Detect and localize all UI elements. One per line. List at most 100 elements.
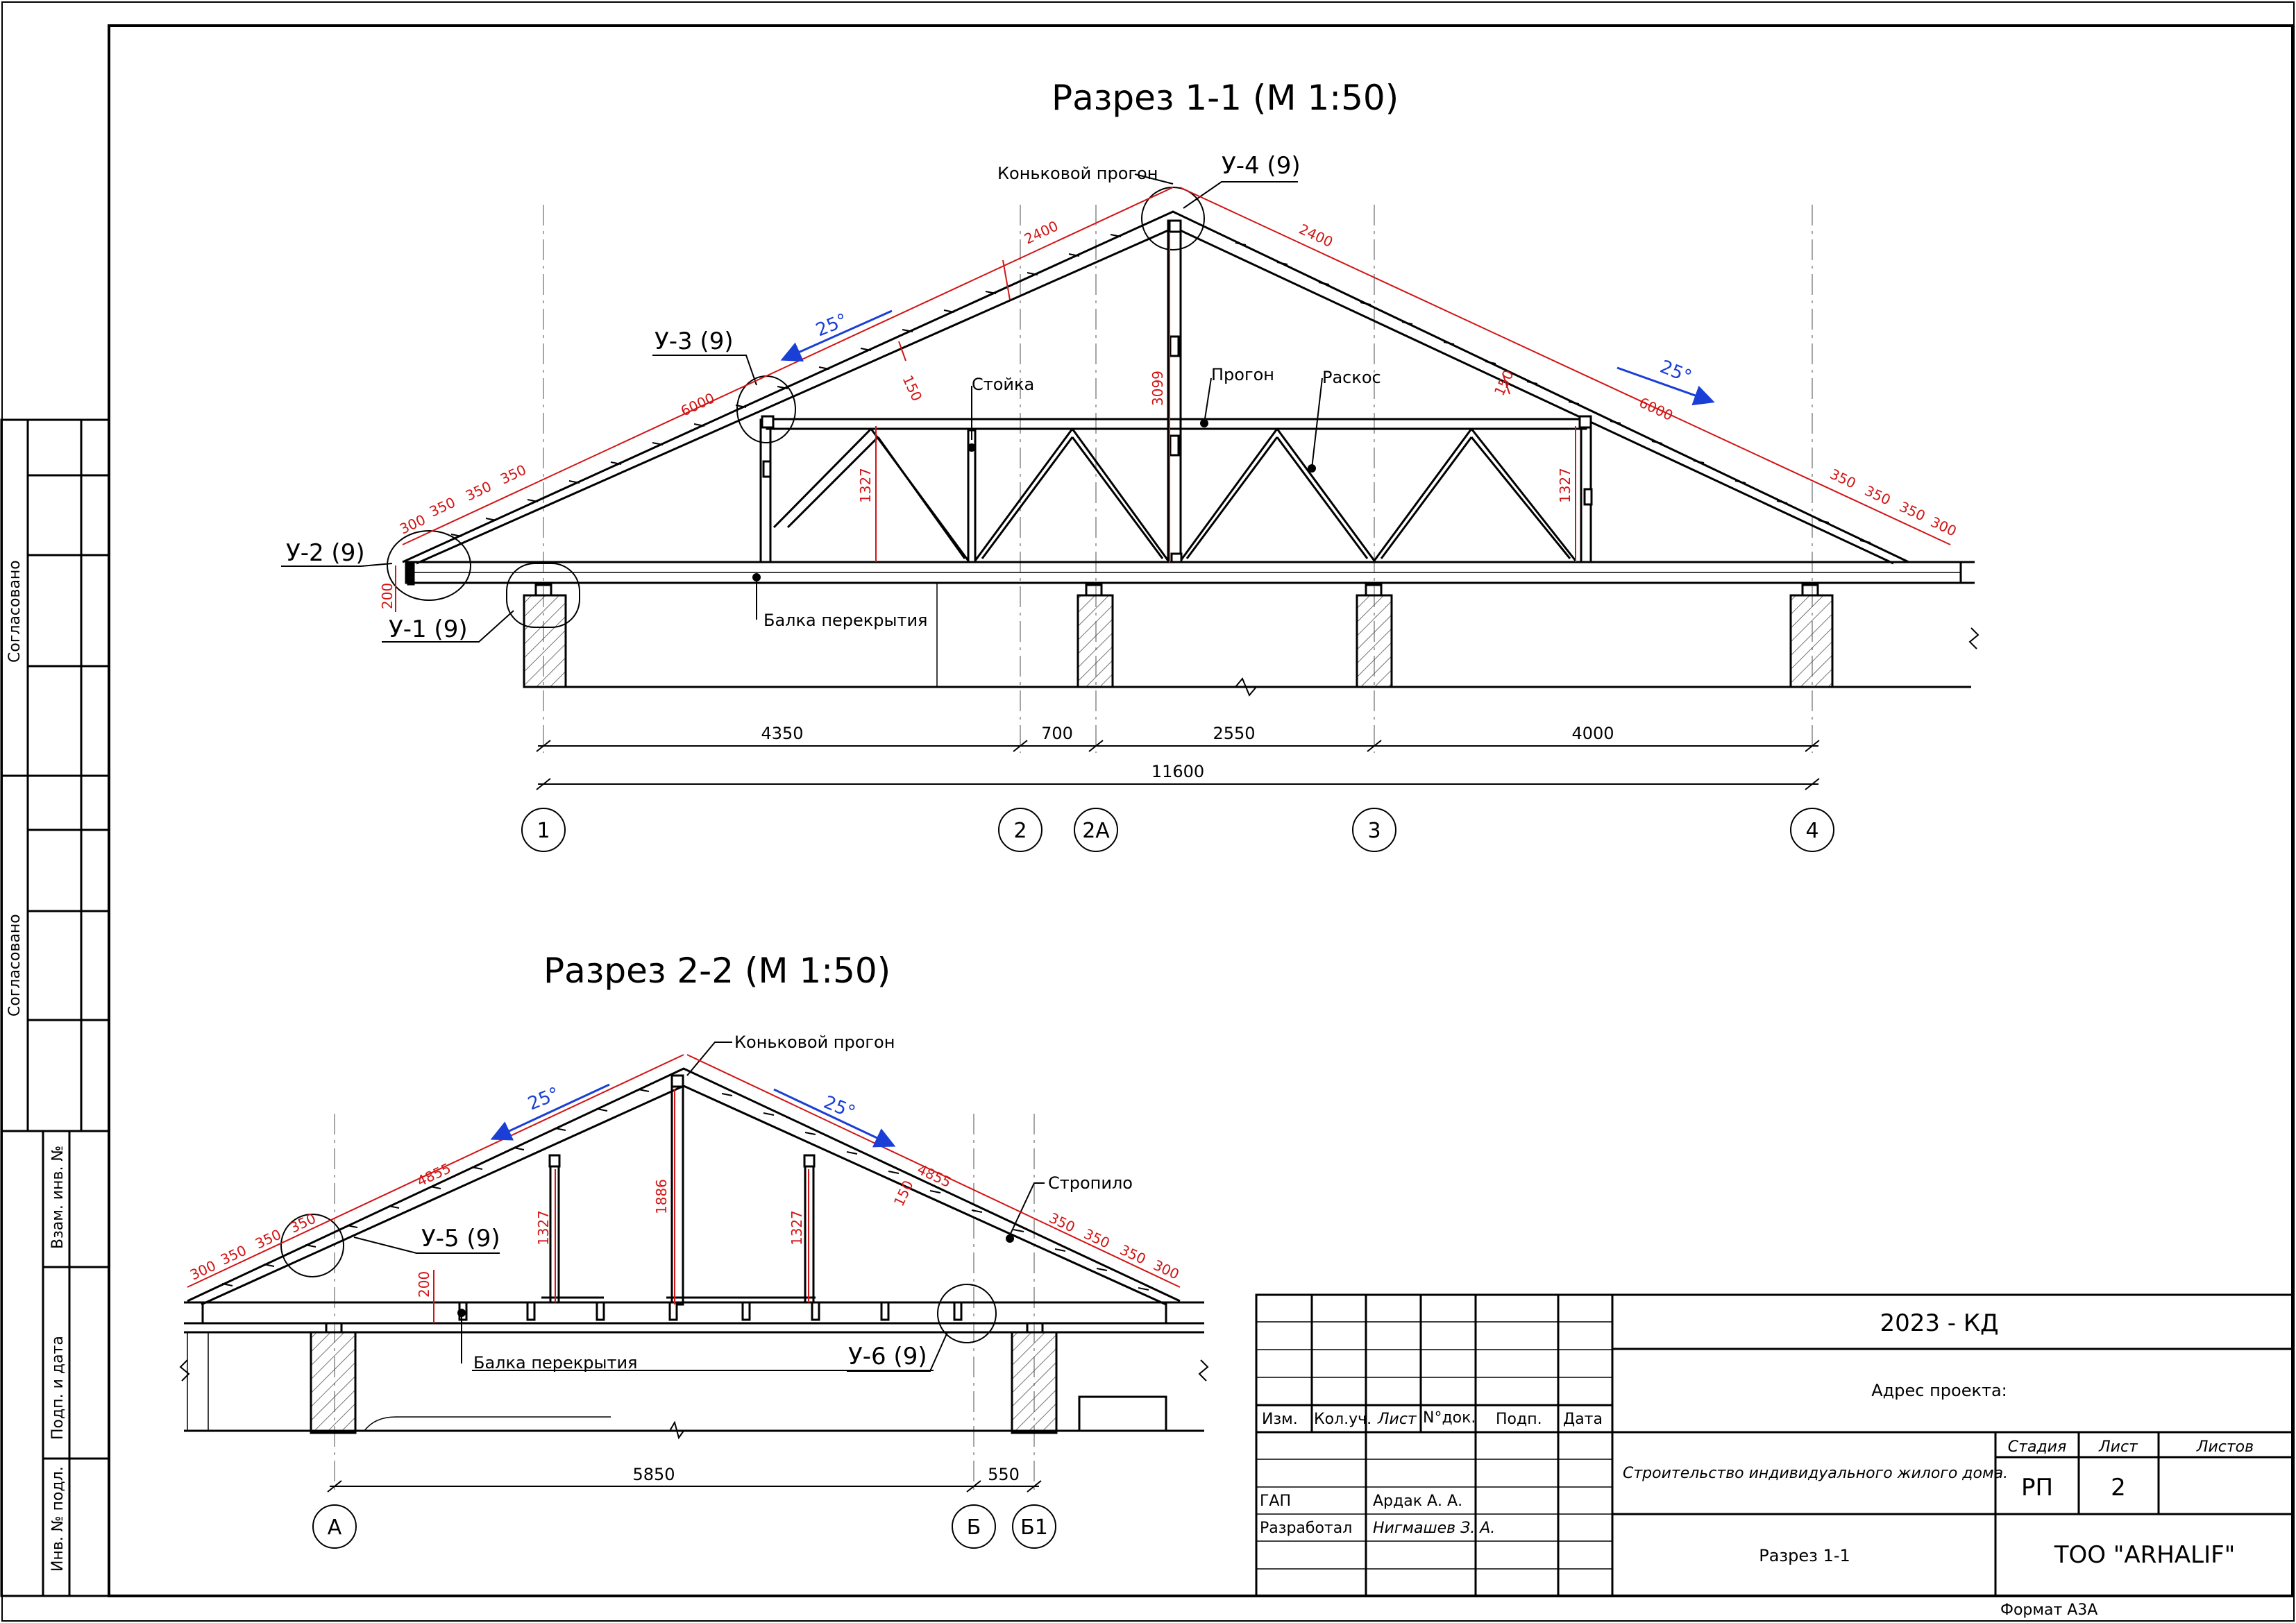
axis-b1: Б1 (1020, 1515, 1048, 1540)
label-post: Стойка (972, 375, 1034, 394)
doc-code: 2023 - КД (1880, 1309, 1998, 1337)
section1-axes (521, 808, 1834, 852)
label-floor-beam-1: Балка перекрытия (763, 611, 928, 630)
name-dev: Нигмашев З. А. (1373, 1520, 1495, 1537)
section1-slopes: 25° 25° (780, 309, 1715, 406)
slope-left-1: 25° (813, 309, 850, 341)
label-rafter: Стропило (1048, 1173, 1133, 1193)
axis-2: 2 (1013, 819, 1027, 843)
section2-nodes: У-5 (9) У-6 (9) (421, 1225, 927, 1370)
slope-right-2: 25° (820, 1092, 858, 1123)
col-podp: Подп. (1496, 1411, 1542, 1428)
section2-axes (312, 1504, 1056, 1549)
dim-1327-a: 1327 (535, 1210, 552, 1246)
section1-title: Разрез 1-1 (М 1:50) (1052, 78, 1399, 118)
stage-label: Стадия (2008, 1438, 2066, 1456)
dim-150-left: 150 (899, 373, 925, 404)
role-gap: ГАП (1260, 1493, 1291, 1510)
sheet-value: 2 (2111, 1474, 2126, 1502)
side-agreed-2: Согласовано (6, 914, 24, 1017)
axis-2a: 2А (1082, 819, 1110, 843)
dim-350-r2: 350 (1862, 482, 1893, 509)
section1-plan-dims (536, 740, 1820, 790)
stage-value: РП (2021, 1474, 2053, 1502)
node-u3: У-3 (9) (655, 328, 734, 355)
section2-plan-dims (327, 1480, 1042, 1493)
side-agreed-1: Согласовано (6, 560, 24, 663)
label-ridge-purlin-2: Коньковой прогон (734, 1033, 895, 1052)
dim-1327-b: 1327 (788, 1210, 805, 1246)
node-u5: У-5 (9) (421, 1225, 500, 1252)
dim-4000: 4000 (1571, 724, 1614, 743)
dim-1327-left: 1327 (857, 468, 874, 503)
dim-2400-right: 2400 (1297, 221, 1335, 250)
dim-150-right: 150 (1491, 367, 1517, 398)
dim-350-l1: 350 (427, 494, 458, 520)
role-dev: Разработал (1260, 1520, 1352, 1537)
title-block-text: 2023 - КД Адрес проекта: Строительство и… (1260, 1309, 2254, 1619)
title-block (1255, 1293, 2294, 1597)
section2-structure (179, 1042, 1209, 1492)
dim-11600: 11600 (1151, 762, 1204, 781)
name-gap: Ардак А. А. (1373, 1493, 1462, 1510)
dim-350-l2: 350 (463, 478, 494, 504)
col-list: Лист (1377, 1411, 1417, 1428)
label-purlin: Прогон (1211, 365, 1274, 384)
sheet-name: Разрез 1-1 (1759, 1546, 1850, 1565)
dim-6000-left: 6000 (678, 389, 717, 419)
node-u6: У-6 (9) (848, 1343, 927, 1370)
dim-1886: 1886 (653, 1179, 670, 1214)
side-inv-orig: Инв. № подл. (49, 1466, 67, 1572)
section1-red-dims (395, 187, 1951, 612)
format-label: Формат А3А (2000, 1601, 2097, 1619)
dim2-350-l1: 350 (218, 1242, 249, 1268)
section2-labels: Коньковой прогон Стропило Балка перекрыт… (473, 1033, 1133, 1373)
section2-slopes: 25° 25° (490, 1083, 896, 1148)
dim-350-l3: 350 (498, 461, 529, 488)
dim-200-2: 200 (416, 1271, 432, 1298)
axis-a: А (328, 1515, 342, 1540)
node-u4: У-4 (9) (1222, 152, 1301, 180)
node-u2: У-2 (9) (286, 539, 365, 567)
axis-3: 3 (1367, 819, 1381, 843)
dim-700: 700 (1041, 724, 1073, 743)
section1-nodes: У-4 (9) У-3 (9) У-2 (9) У-1 (9) (286, 152, 1301, 643)
section2-red-text: 4855 4855 1886 1327 1327 200 150 300 350… (187, 1159, 1182, 1298)
col-kol: Кол.уч. (1314, 1411, 1371, 1428)
section1-plan-text: 4350 700 2550 4000 11600 (761, 724, 1614, 781)
section1-structure (281, 173, 1980, 753)
dim-300-r: 300 (1928, 513, 1959, 540)
dim-350-r1: 350 (1827, 466, 1859, 492)
dim2-350-l2: 350 (253, 1226, 284, 1252)
axis-4: 4 (1805, 819, 1818, 843)
col-data: Дата (1563, 1411, 1603, 1428)
sheets-label: Листов (2196, 1438, 2254, 1456)
node-u1: У-1 (9) (389, 615, 468, 643)
dim2-350-r3: 350 (1117, 1241, 1149, 1268)
section2-title: Разрез 2-2 (М 1:50) (543, 951, 890, 991)
project-name: Строительство индивидуального жилого дом… (1623, 1465, 2008, 1482)
axis-b: Б (967, 1515, 981, 1540)
dim-4350: 4350 (761, 724, 803, 743)
dim-550: 550 (988, 1465, 1020, 1484)
axis-1: 1 (537, 819, 550, 843)
sheet-label: Лист (2098, 1438, 2138, 1456)
dim-350-r3: 350 (1897, 498, 1928, 525)
label-ridge-purlin-1: Коньковой прогон (997, 164, 1158, 183)
section2-red-dims (187, 1054, 1181, 1323)
dim-3099: 3099 (1149, 371, 1166, 406)
label-floor-beam-2: Балка перекрытия (473, 1353, 638, 1373)
dim-6000-right: 6000 (1637, 394, 1675, 424)
col-izm: Изм. (1262, 1411, 1298, 1428)
dim-1327-right: 1327 (1557, 468, 1573, 503)
project-address: Адрес проекта: (1871, 1381, 2007, 1400)
label-brace: Раскос (1322, 368, 1381, 387)
dim-5850: 5850 (632, 1465, 675, 1484)
side-sign-date: Подп. и дата (49, 1336, 67, 1440)
dim2-300-r: 300 (1151, 1257, 1182, 1283)
company-name: ТОО "ARHALIF" (2054, 1541, 2236, 1569)
col-ndok: N°док. (1423, 1409, 1476, 1427)
side-stamp (0, 418, 110, 1597)
dim-200: 200 (379, 583, 396, 609)
